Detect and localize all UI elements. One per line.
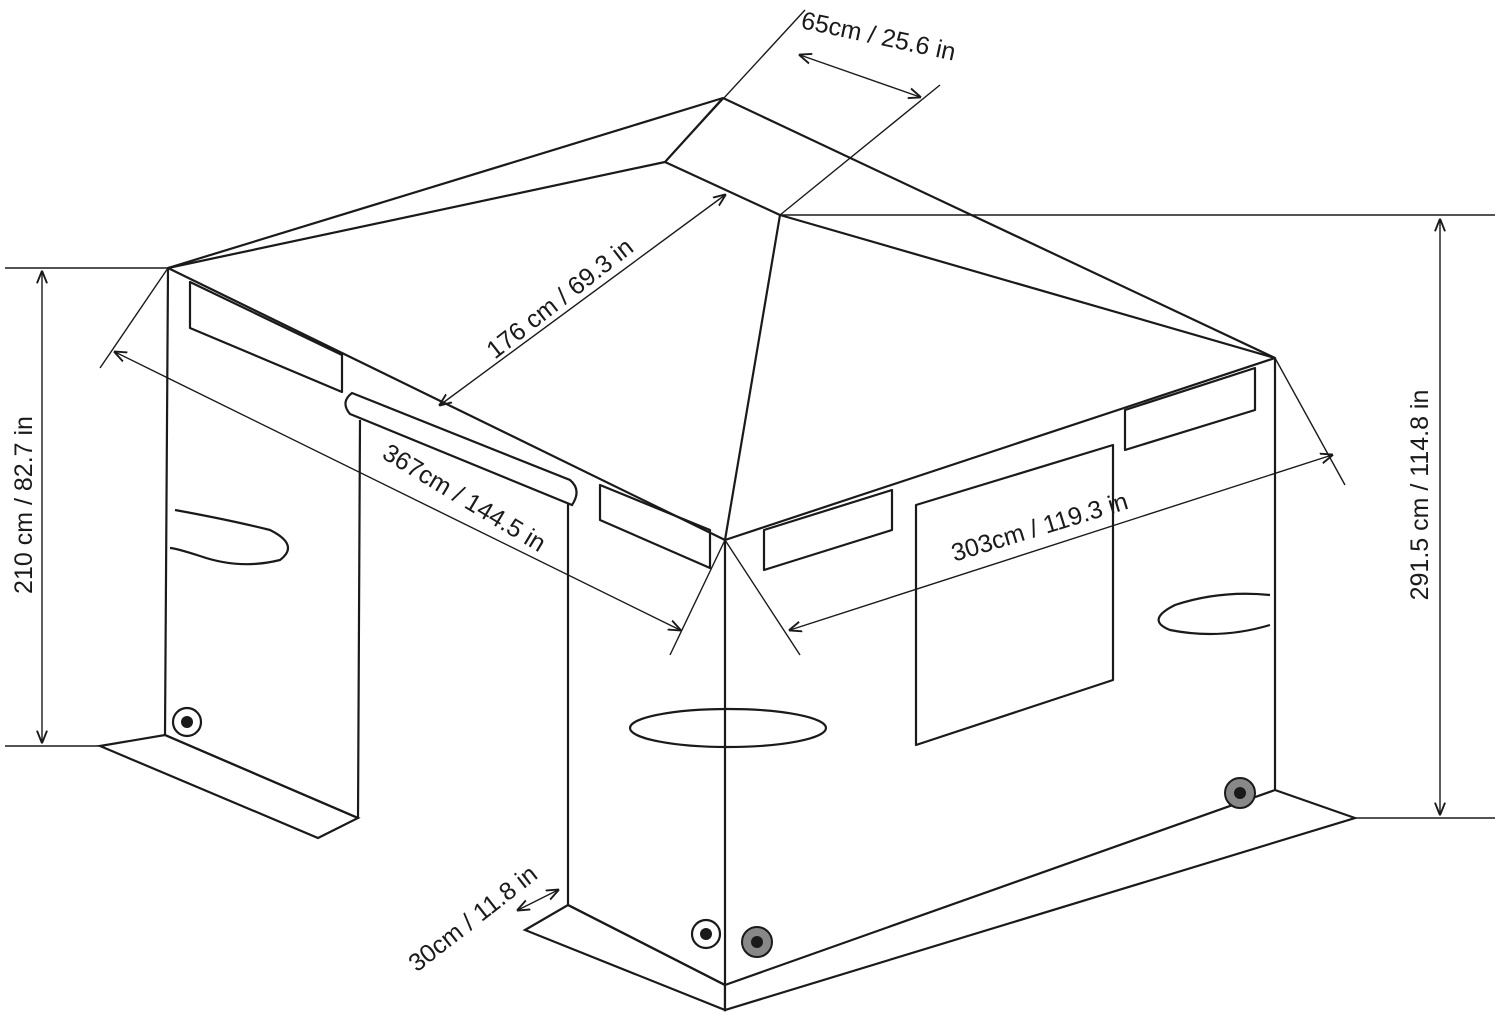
grommets xyxy=(171,706,1256,958)
wall-pockets xyxy=(169,508,1271,749)
label-wall-height: 210 cm / 82.7 in xyxy=(10,416,38,594)
label-total-height: 291.5 cm / 114.8 in xyxy=(1406,390,1434,601)
roof-vents xyxy=(188,280,1257,572)
label-width: 303cm / 119.3 in xyxy=(948,487,1131,567)
label-roof-diagonal: 176 cm / 69.3 in xyxy=(481,233,638,365)
window xyxy=(914,443,1115,747)
dimension-lines xyxy=(5,9,1495,910)
grommet-icon xyxy=(1224,777,1256,809)
grommet-icon xyxy=(741,926,773,958)
label-skirt-width: 30cm / 11.8 in xyxy=(403,860,543,978)
tent-roof xyxy=(166,96,1277,542)
label-roof-peak-width: 65cm / 25.6 in xyxy=(799,6,958,66)
grommet-icon xyxy=(171,706,203,738)
grommet-icon xyxy=(690,918,722,950)
base-skirt xyxy=(96,733,1359,1012)
